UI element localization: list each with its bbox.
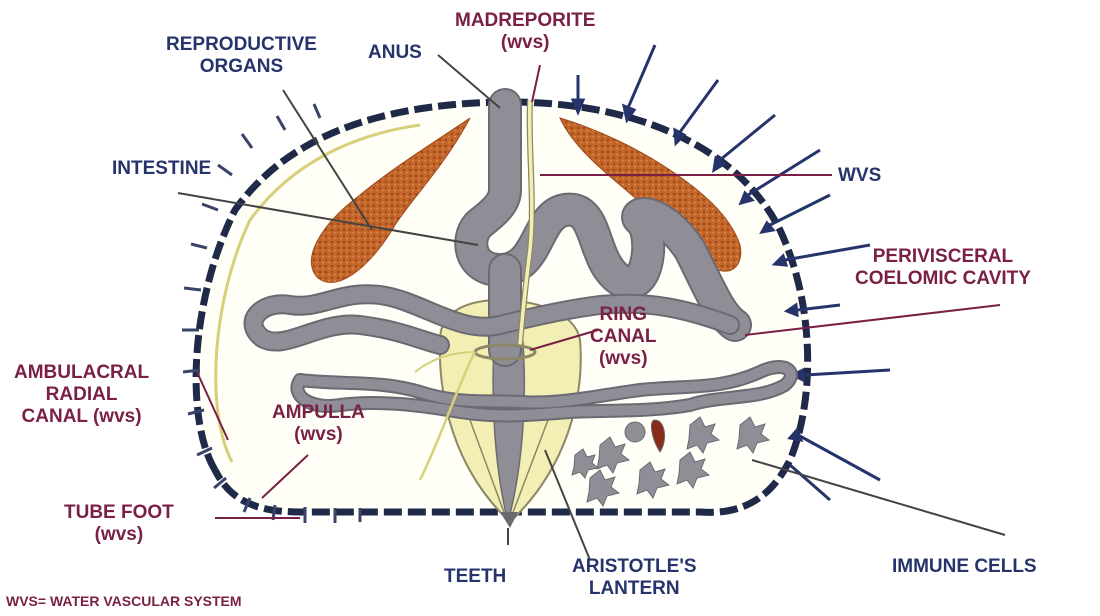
- ring-canal-label: RING CANAL (wvs): [590, 304, 657, 370]
- ambulacral-radial-canal-label: AMBULACRAL RADIAL CANAL (wvs): [14, 362, 149, 428]
- reproductive-organs-label: REPRODUCTIVE ORGANS: [166, 34, 317, 78]
- footnote: WVS= WATER VASCULAR SYSTEM: [6, 592, 242, 610]
- perivisceral-coelomic-cavity-label: PERIVISCERAL COELOMIC CAVITY: [855, 246, 1031, 290]
- anus-label: ANUS: [368, 42, 422, 64]
- aristotles-lantern-label: ARISTOTLE'S LANTERN: [572, 556, 697, 600]
- ampulla-label: AMPULLA (wvs): [272, 402, 365, 446]
- teeth: [500, 512, 518, 528]
- immune-cells-label: IMMUNE CELLS: [892, 556, 1037, 578]
- madreporite-label: MADREPORITE (wvs): [455, 10, 595, 54]
- tube-foot-label: TUBE FOOT (wvs): [64, 502, 174, 546]
- teeth-label: TEETH: [444, 566, 506, 588]
- wvs-label: WVS: [838, 165, 881, 187]
- intestine-label: INTESTINE: [112, 158, 211, 180]
